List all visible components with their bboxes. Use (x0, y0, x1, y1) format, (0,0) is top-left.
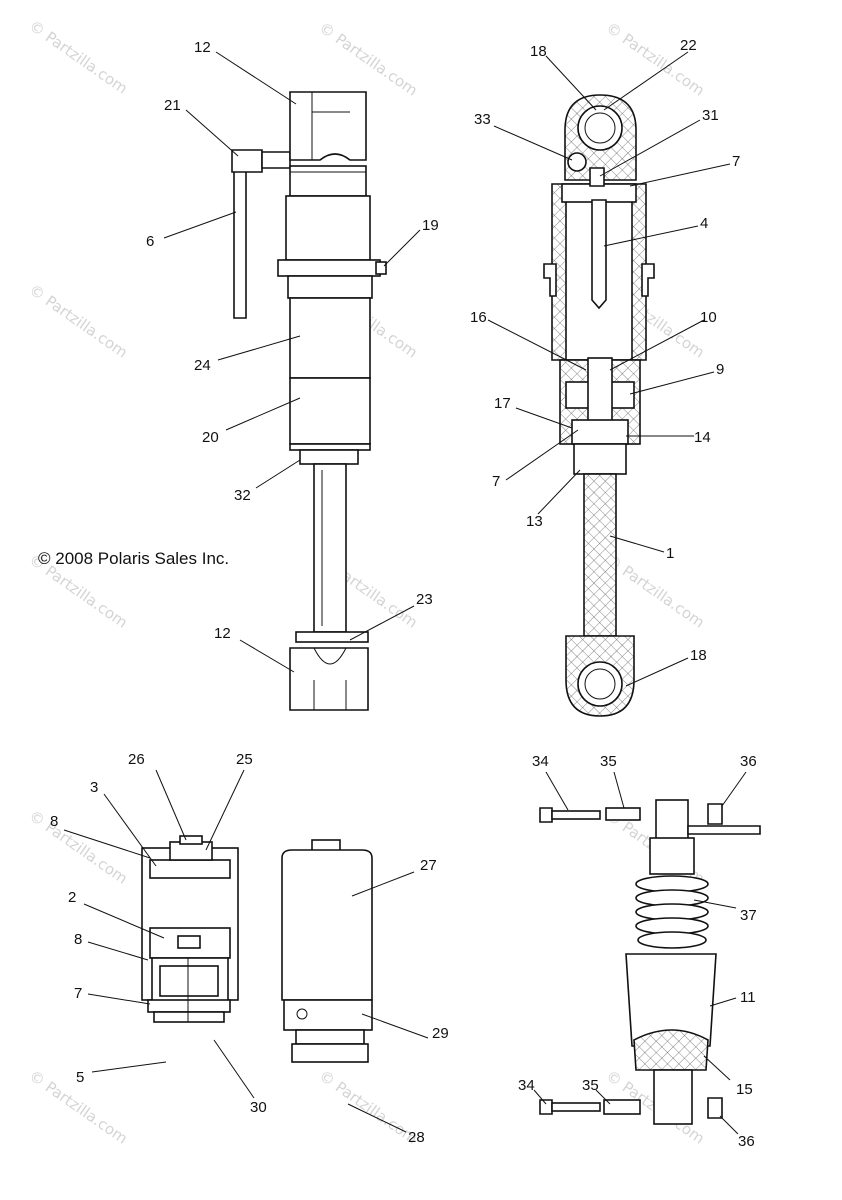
callout-33: 33 (474, 111, 491, 128)
callout-15: 15 (736, 1081, 753, 1098)
callout-26: 26 (128, 751, 145, 768)
callout-36: 36 (738, 1133, 755, 1150)
callout-19: 19 (422, 217, 439, 234)
callout-8: 8 (74, 931, 82, 948)
callout-8: 8 (50, 813, 58, 830)
callout-16: 16 (470, 309, 487, 326)
spring-assembly-view (539, 799, 761, 1125)
callout-7: 7 (732, 153, 740, 170)
callout-18: 18 (530, 43, 547, 60)
callout-5: 5 (76, 1069, 84, 1086)
callout-3: 3 (90, 779, 98, 796)
leader-lines (63, 51, 747, 1135)
watermark: © Partzilla.com (316, 1067, 421, 1148)
callout-17: 17 (494, 395, 511, 412)
callout-34: 34 (518, 1077, 535, 1094)
callout-34: 34 (532, 753, 549, 770)
callout-22: 22 (680, 37, 697, 54)
callout-30: 30 (250, 1099, 267, 1116)
callout-27: 27 (420, 857, 437, 874)
coil-spring (635, 875, 709, 949)
callout-9: 9 (716, 361, 724, 378)
callout-31: 31 (702, 107, 719, 124)
callout-12: 12 (214, 625, 231, 642)
callout-4: 4 (700, 215, 708, 232)
callout-21: 21 (164, 97, 181, 114)
shock-cross-section (543, 94, 655, 717)
callout-7: 7 (492, 473, 500, 490)
callout-20: 20 (202, 429, 219, 446)
callout-10: 10 (700, 309, 717, 326)
callout-7: 7 (74, 985, 82, 1002)
callout-23: 23 (416, 591, 433, 608)
callout-32: 32 (234, 487, 251, 504)
watermark: © Partzilla.com (26, 17, 131, 98)
callout-36: 36 (740, 753, 757, 770)
callout-35: 35 (600, 753, 617, 770)
callout-6: 6 (146, 233, 154, 250)
callout-25: 25 (236, 751, 253, 768)
callout-2: 2 (68, 889, 76, 906)
callout-18: 18 (690, 647, 707, 664)
callout-37: 37 (740, 907, 757, 924)
callout-11: 11 (740, 989, 756, 1006)
copyright-text: © 2008 Polaris Sales Inc. (38, 549, 229, 568)
callout-12: 12 (194, 39, 211, 56)
watermark: © Partzilla.com (316, 19, 421, 100)
reservoir-external-view (281, 839, 373, 1063)
callout-13: 13 (526, 513, 543, 530)
callout-1: 1 (666, 545, 674, 562)
callout-24: 24 (194, 357, 211, 374)
callout-28: 28 (408, 1129, 425, 1146)
callout-35: 35 (582, 1077, 599, 1094)
callout-labels: 12 21 6 19 24 20 32 23 12 18 22 33 31 7 … (50, 37, 757, 1150)
watermark: © Partzilla.com (26, 281, 131, 362)
callout-14: 14 (694, 429, 711, 446)
watermark: © Partzilla.com (603, 551, 708, 632)
shock-external-view (231, 91, 387, 711)
watermark: © Partzilla.com (603, 19, 708, 100)
reservoir-cross-section (141, 835, 239, 1023)
callout-29: 29 (432, 1025, 449, 1042)
